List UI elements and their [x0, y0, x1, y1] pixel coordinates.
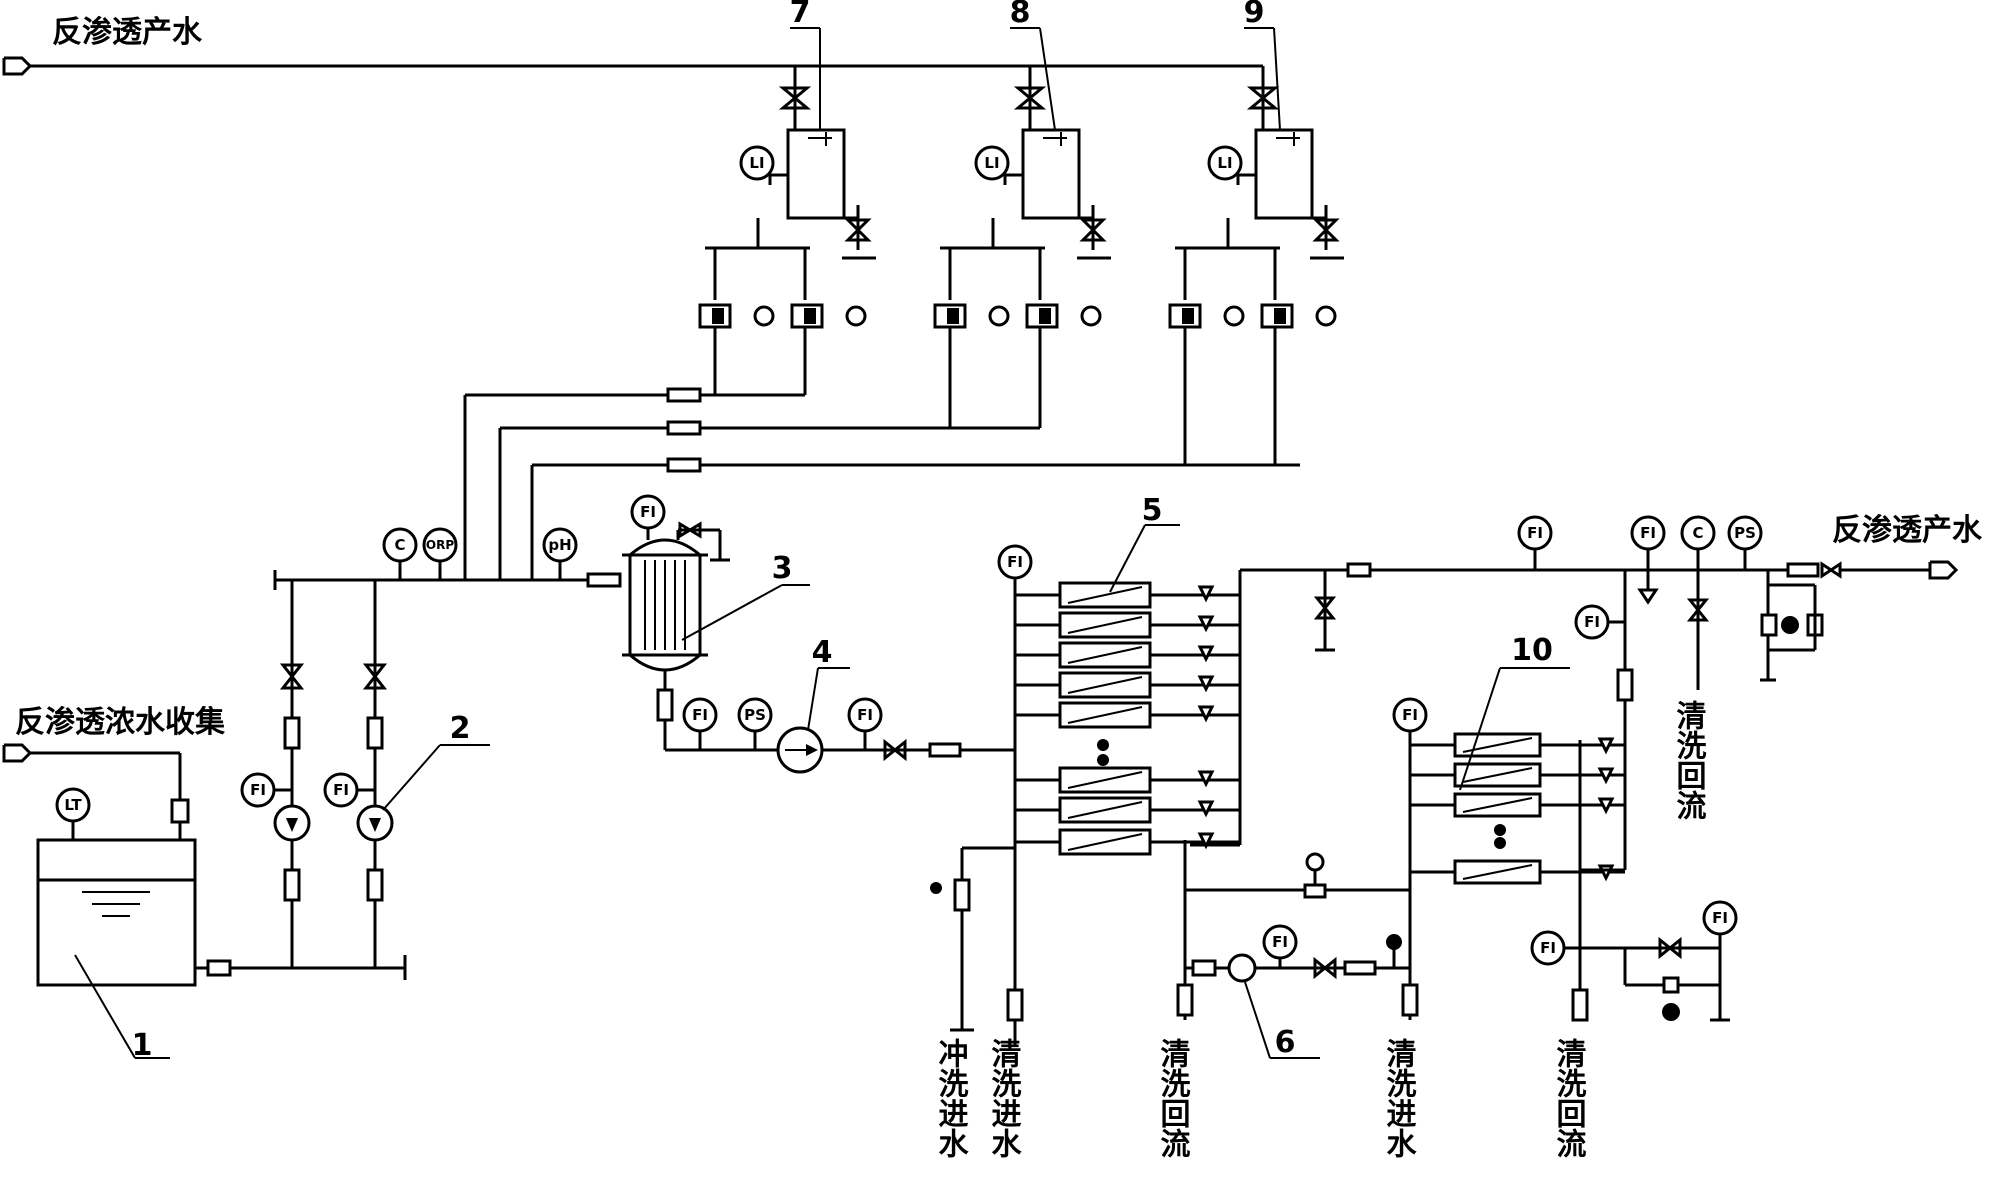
dosing-headers [463, 387, 1300, 580]
ro-product-header-line [2, 56, 1263, 76]
main-header-instruments: C ORP pH [382, 527, 622, 588]
flush-inlets [930, 846, 1024, 1045]
fi-pump-2b: FI [333, 781, 349, 799]
concentrate-tank: LT [2, 743, 407, 987]
clean-return-label-2: 清洗回流 [1551, 1038, 1587, 1158]
membrane-vessel-5-7 [1015, 796, 1240, 824]
fi-pump-2a: FI [250, 781, 266, 799]
drain-valve-icon [1197, 645, 1215, 663]
fi-pump-6: FI [1272, 933, 1288, 951]
fi-array-10-conc: FI [1540, 939, 1556, 957]
membrane-vessel-5-2 [1015, 611, 1240, 639]
membrane-vessel-5-6 [1015, 766, 1240, 794]
membrane-vessel-10-3 [1410, 792, 1625, 818]
ps-pump-4: PS [744, 706, 766, 724]
li-instrument-9: LI [1217, 154, 1232, 172]
pi-array-5: FI [1007, 553, 1023, 571]
drain-valve-icon [1197, 675, 1215, 693]
callout-5: 5 [1142, 493, 1163, 528]
fi-array-10-permeate: FI [1584, 613, 1600, 631]
clean-in-label-2: 清洗进水 [1381, 1038, 1417, 1158]
membrane-vessel-5-3 [1015, 641, 1240, 669]
callout-1: 1 [132, 1028, 153, 1063]
membrane-vessel-5-5 [1015, 701, 1240, 729]
c-instrument-2: C [1692, 524, 1703, 542]
orp-instrument: ORP [426, 538, 454, 552]
flush-in-label: 冲洗进水 [933, 1038, 969, 1158]
fi-array-10-out: FI [1712, 909, 1728, 927]
drain-valve-icon [1597, 797, 1615, 815]
permeate-header: FI FI C PS [1313, 515, 1959, 690]
dosing-unit-8: LI [933, 66, 1111, 428]
drain-valve-icon [1597, 767, 1615, 785]
ro-concentrate-label: 反渗透浓水收集 [15, 705, 226, 740]
clean-return-label-3: 清洗回流 [1671, 700, 1707, 820]
ro-product-top-label: 反渗透产水 [52, 15, 203, 50]
membrane-vessel-10-1 [1410, 732, 1625, 758]
pi-array-10: FI [1402, 706, 1418, 724]
drain-valve-icon [1597, 864, 1615, 882]
callout-4: 4 [812, 635, 833, 670]
ps-permeate: PS [1734, 524, 1756, 542]
li-instrument-8: LI [984, 154, 999, 172]
membrane-vessel-10-2 [1410, 762, 1625, 788]
drain-valve-icon [1597, 737, 1615, 755]
ro-membrane-array-10: FI FI [1392, 570, 1634, 1020]
callout-8: 8 [1010, 0, 1031, 30]
drain-valve-icon [1197, 770, 1215, 788]
li-instrument-7: LI [749, 154, 764, 172]
callout-7: 7 [790, 0, 811, 30]
membrane-vessel-5-8 [1015, 828, 1240, 856]
callout-6: 6 [1275, 1025, 1296, 1060]
membrane-vessel-5-1 [1015, 581, 1240, 609]
fi-pump-4-in: FI [692, 706, 708, 724]
dosing-unit-9: LI [1168, 66, 1344, 465]
membrane-vessel-10-4 [1410, 859, 1625, 885]
cartridge-filter: FI [622, 494, 780, 752]
drain-valve-icon [1197, 832, 1215, 850]
callout-3: 3 [772, 551, 793, 586]
fi-pump-4-out: FI [857, 706, 873, 724]
drain-valve-icon [1197, 705, 1215, 723]
array-10-concentrate: FI FI [1530, 740, 1738, 1022]
callout-2: 2 [450, 711, 471, 746]
feed-pump-train: FI FI [240, 570, 620, 968]
ro-product-right-label: 反渗透产水 [1832, 513, 1983, 548]
high-pressure-pump: FI PS FI [682, 697, 1015, 774]
clean-return-label-1: 清洗回流 [1155, 1038, 1191, 1158]
lt-instrument: LT [64, 796, 82, 814]
drain-valve-icon [1197, 585, 1215, 603]
array-5-concentrate: FI [1176, 840, 1410, 1020]
clean-in-label-1: 清洗进水 [986, 1038, 1022, 1158]
membrane-vessel-5-4 [1015, 671, 1240, 699]
callout-9: 9 [1244, 0, 1265, 30]
fi-permeate-2: FI [1640, 524, 1656, 542]
ro-membrane-array-5: FI [997, 544, 1810, 1020]
callout-10: 10 [1511, 633, 1553, 668]
pi-filter: FI [640, 503, 656, 521]
dosing-unit-7: LI [698, 66, 876, 395]
fi-permeate-1: FI [1527, 524, 1543, 542]
drain-valve-icon [1197, 800, 1215, 818]
c-instrument-1: C [394, 536, 405, 554]
drain-valve-icon [1197, 615, 1215, 633]
ph-instrument: pH [548, 536, 571, 554]
